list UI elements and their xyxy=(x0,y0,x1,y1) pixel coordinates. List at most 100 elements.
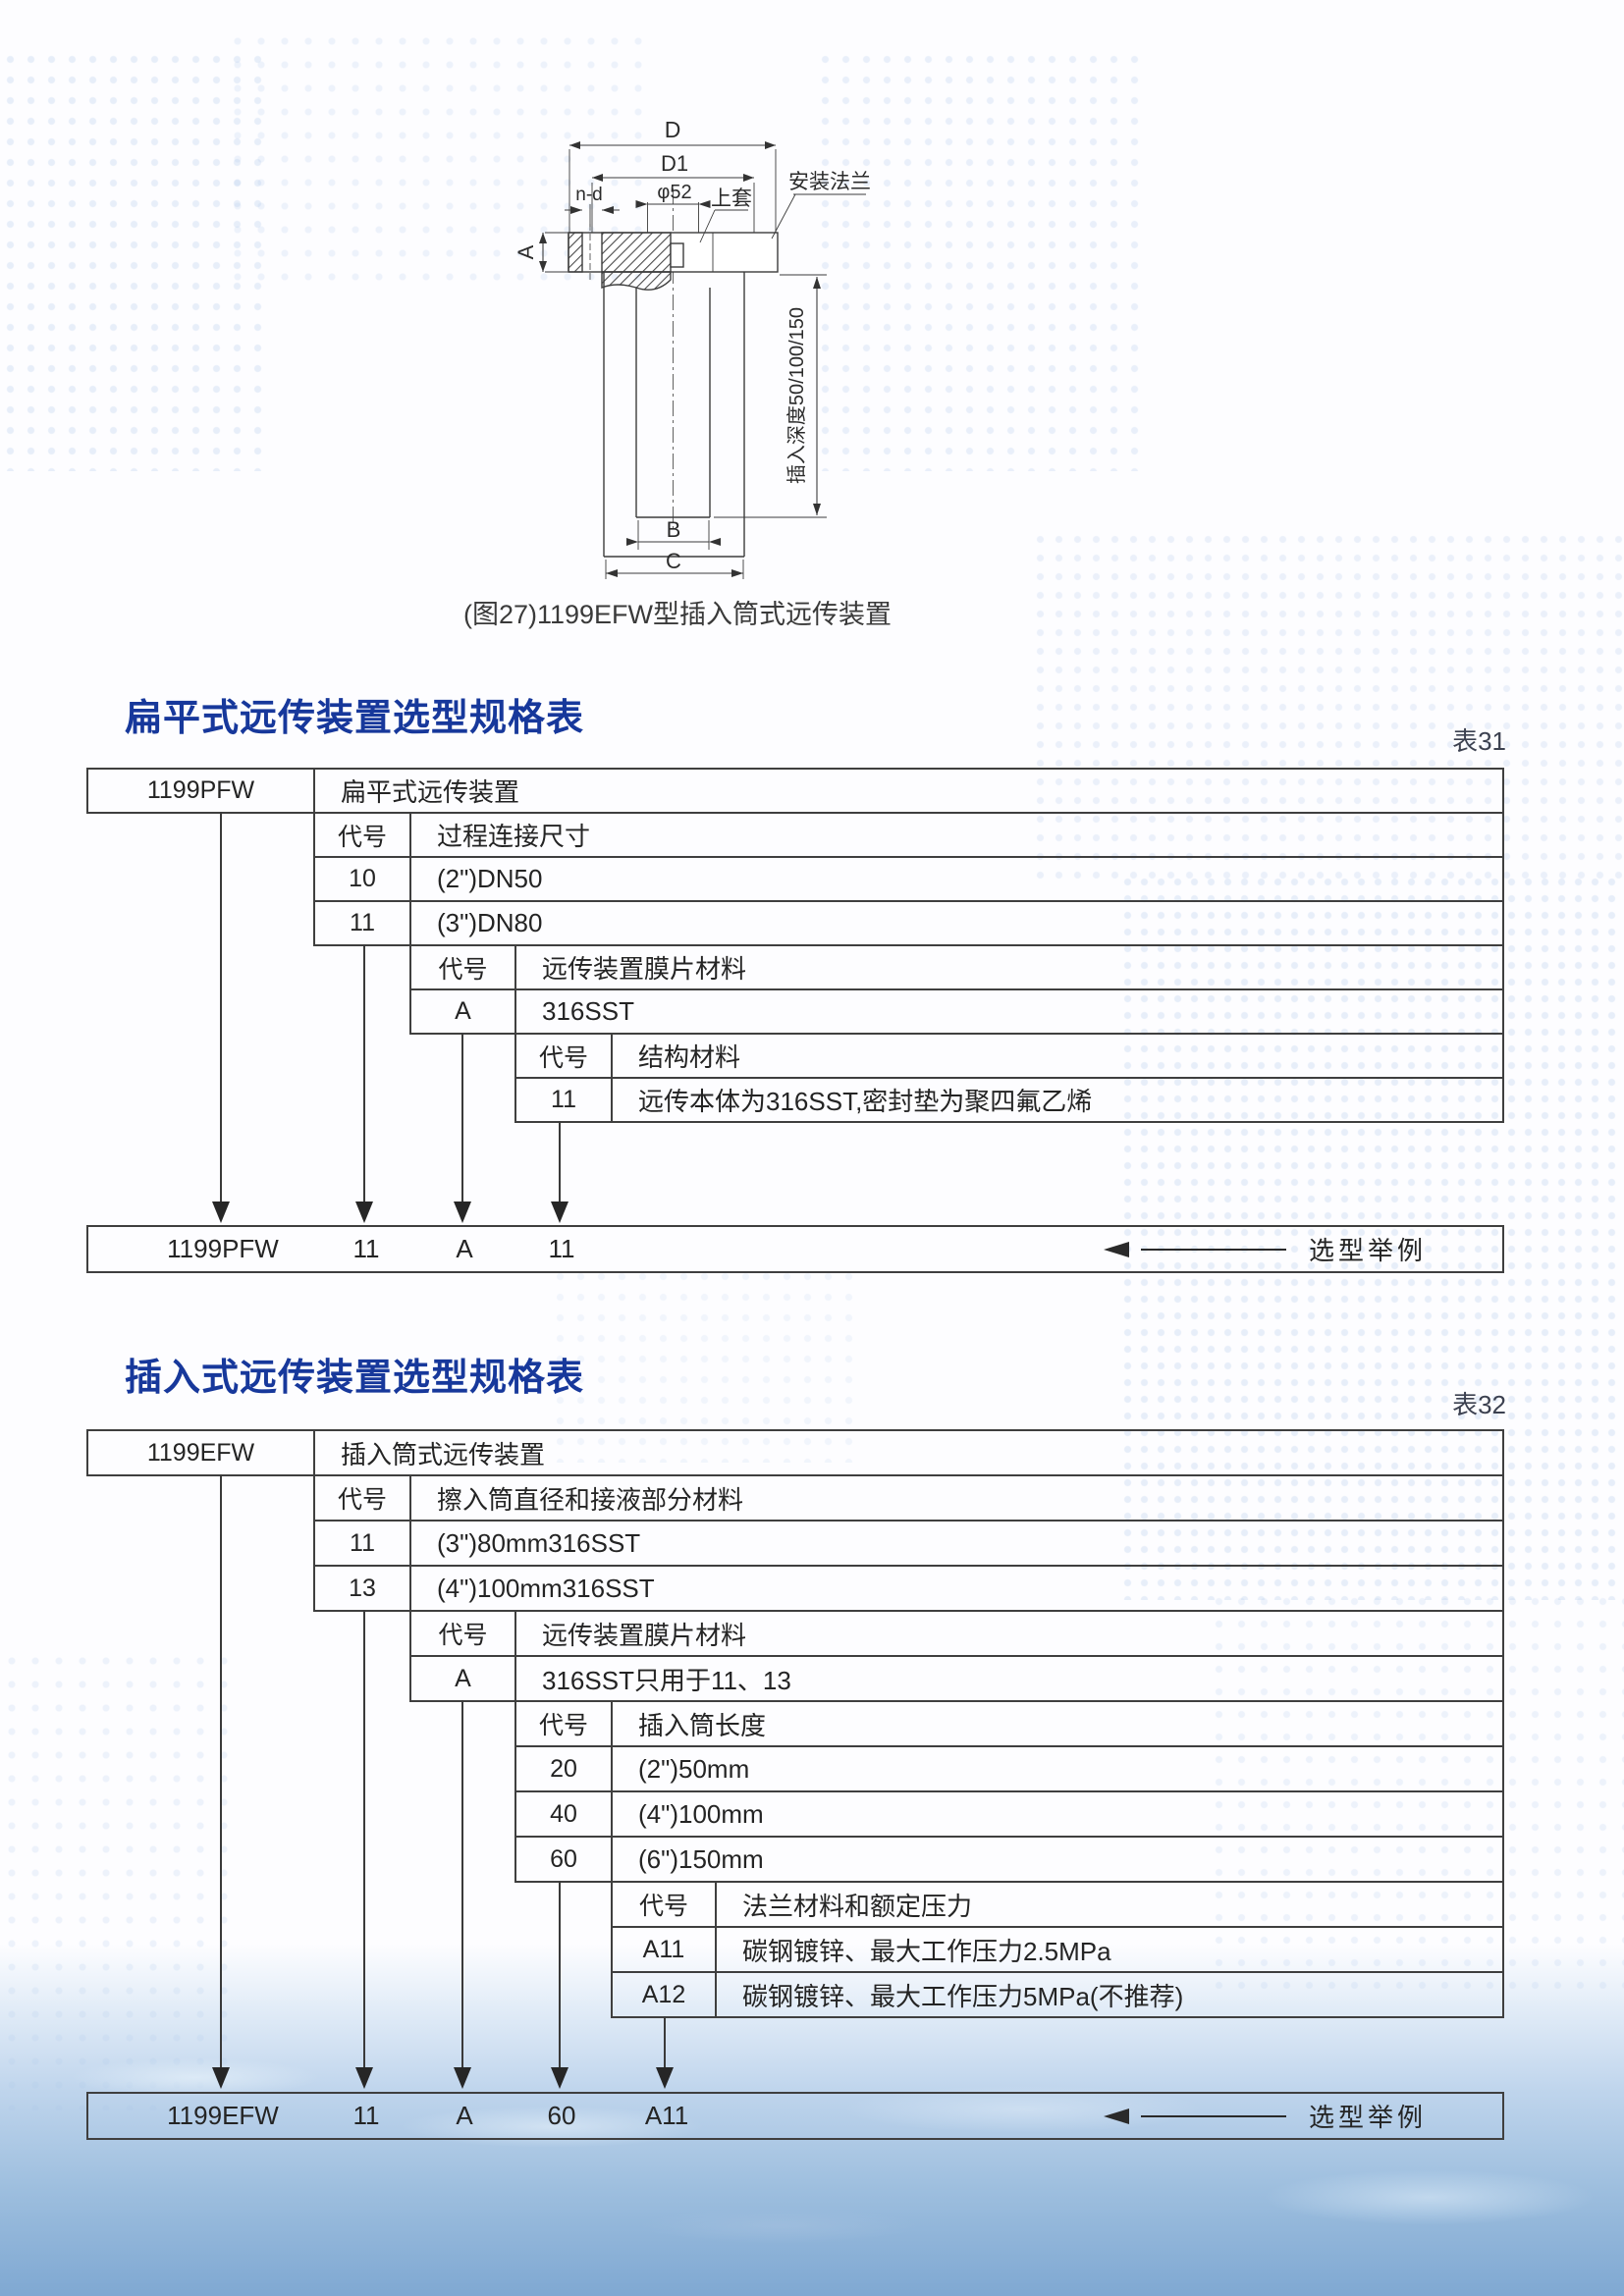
dim-label-c: C xyxy=(666,549,681,573)
table31-tag: 表31 xyxy=(1452,726,1506,756)
row-code: 20 xyxy=(516,1747,613,1790)
connector-line xyxy=(363,944,365,1201)
example-label: 选型举例 xyxy=(1309,2103,1428,2132)
example-row: 1199PFW 11 A 11 选型举例 xyxy=(86,1225,1504,1273)
row-code: 代号 xyxy=(315,1476,411,1520)
example-value: 1199EFW xyxy=(167,2101,279,2130)
row-desc: (4")100mm xyxy=(638,1798,764,1829)
row-code: 13 xyxy=(315,1567,411,1610)
table-row: A11 碳钢镀锌、最大工作压力2.5MPa xyxy=(611,1926,1504,1973)
row-code: 代号 xyxy=(411,946,516,988)
row-code: 60 xyxy=(516,1838,613,1881)
row-desc: (6")150mm xyxy=(638,1843,764,1874)
down-arrow-icon xyxy=(355,2067,373,2089)
example-value: A xyxy=(456,2101,473,2130)
row-desc: (3")DN80 xyxy=(437,908,543,937)
connector-line xyxy=(220,1474,222,2067)
row-code: 代号 xyxy=(516,1702,613,1745)
row-code: A12 xyxy=(613,1973,717,2016)
table-row: 代号 法兰材料和额定压力 xyxy=(611,1881,1504,1928)
row-code: 代号 xyxy=(315,814,411,856)
connector-line xyxy=(559,1121,561,1201)
left-arrow-icon xyxy=(1104,1242,1129,1257)
table-row: A 316SST xyxy=(409,988,1504,1035)
example-value: 11 xyxy=(352,1234,380,1263)
table-row: 代号 插入筒长度 xyxy=(514,1700,1504,1747)
connector-line xyxy=(461,1700,463,2067)
row-desc: 擦入筒直径和接液部分材料 xyxy=(437,1484,744,1515)
row-desc: 远传装置膜片材料 xyxy=(542,1620,747,1650)
row-code: 40 xyxy=(516,1792,613,1836)
technical-drawing-figure27: D D1 φ52 n-d A 上套 安装法兰 B C 插入深度50/100/15… xyxy=(514,117,871,579)
example-value: A11 xyxy=(644,2101,689,2130)
example-row: 1199EFW 11 A 60 A11 选型举例 xyxy=(86,2092,1504,2140)
example-value: 11 xyxy=(548,1234,575,1263)
row-code: A xyxy=(411,1657,516,1700)
example-label: 选型举例 xyxy=(1309,1236,1428,1265)
row-code: 10 xyxy=(315,858,411,900)
table-row: 1199PFW 扁平式远传装置 xyxy=(86,768,1504,814)
section-title-insert-type: 插入式远传装置选型规格表 xyxy=(125,1358,585,1399)
row-desc: 316SST只用于11、13 xyxy=(542,1665,791,1695)
connector-line xyxy=(559,1881,561,2067)
table-row: 代号 结构材料 xyxy=(514,1033,1504,1079)
left-arrow-icon xyxy=(1104,2109,1129,2124)
row-code: 11 xyxy=(516,1079,613,1121)
table-row: 11 (3")80mm316SST xyxy=(313,1520,1504,1567)
row-desc: 远传装置膜片材料 xyxy=(542,954,747,984)
down-arrow-icon xyxy=(551,2067,568,2089)
dim-label-d: D xyxy=(665,117,681,142)
dim-label-insert-depth: 插入深度50/100/150 xyxy=(785,307,808,484)
table-row: 1199EFW 插入筒式远传装置 xyxy=(86,1429,1504,1476)
table-row: 20 (2")50mm xyxy=(514,1745,1504,1792)
row-code: 代号 xyxy=(613,1883,717,1926)
row-desc: 远传本体为316SST,密封垫为聚四氟乙烯 xyxy=(638,1087,1093,1116)
connector-line xyxy=(461,1033,463,1201)
row-desc: 插入筒式远传装置 xyxy=(341,1439,546,1469)
row-desc: 过程连接尺寸 xyxy=(437,822,591,851)
row-desc: 法兰材料和额定压力 xyxy=(742,1891,973,1921)
row-desc: (3")80mm316SST xyxy=(437,1527,641,1558)
table-row: 10 (2")DN50 xyxy=(313,856,1504,902)
dim-label-d1: D1 xyxy=(661,151,688,176)
connector-line xyxy=(220,812,222,1201)
section-title-flat-type: 扁平式远传装置选型规格表 xyxy=(125,698,585,739)
table-row: 代号 远传装置膜片材料 xyxy=(409,1610,1504,1657)
row-desc: 316SST xyxy=(542,996,634,1026)
down-arrow-icon xyxy=(656,2067,674,2089)
row-code: 11 xyxy=(315,1522,411,1565)
label-upper-sleeve: 上套 xyxy=(711,187,752,210)
table-row: 40 (4")100mm xyxy=(514,1790,1504,1838)
example-value: 60 xyxy=(547,2101,576,2130)
example-value: A xyxy=(456,1234,473,1263)
row-code: 1199PFW xyxy=(88,770,315,812)
row-desc: 碳钢镀锌、最大工作压力2.5MPa xyxy=(742,1936,1111,1966)
table32-tag: 表32 xyxy=(1452,1390,1506,1419)
down-arrow-icon xyxy=(454,2067,471,2089)
down-arrow-icon xyxy=(355,1201,373,1223)
table-row: A12 碳钢镀锌、最大工作压力5MPa(不推荐) xyxy=(611,1971,1504,2018)
arrow-line xyxy=(1141,2115,1286,2117)
table-row: 13 (4")100mm316SST xyxy=(313,1565,1504,1612)
row-code: A xyxy=(411,990,516,1033)
row-desc: (2")50mm xyxy=(638,1753,750,1784)
dim-label-a: A xyxy=(514,244,538,259)
table-row: 代号 擦入筒直径和接液部分材料 xyxy=(313,1474,1504,1522)
table-row: 代号 过程连接尺寸 xyxy=(313,812,1504,858)
dim-label-phi52: φ52 xyxy=(657,182,691,203)
figure-caption: (图27)1199EFW型插入筒式远传装置 xyxy=(462,600,893,629)
down-arrow-icon xyxy=(551,1201,568,1223)
table-row: 代号 远传装置膜片材料 xyxy=(409,944,1504,990)
down-arrow-icon xyxy=(212,2067,230,2089)
halftone-dots xyxy=(0,49,265,471)
dim-label-b: B xyxy=(667,517,681,542)
connector-line xyxy=(664,2016,666,2067)
table-row: 11 远传本体为316SST,密封垫为聚四氟乙烯 xyxy=(514,1077,1504,1123)
row-code: 代号 xyxy=(516,1035,613,1077)
row-desc: 碳钢镀锌、最大工作压力5MPa(不推荐) xyxy=(742,1981,1184,2011)
example-value: 1199PFW xyxy=(167,1234,279,1263)
row-code: A11 xyxy=(613,1928,717,1971)
row-code: 1199EFW xyxy=(88,1431,315,1474)
down-arrow-icon xyxy=(212,1201,230,1223)
